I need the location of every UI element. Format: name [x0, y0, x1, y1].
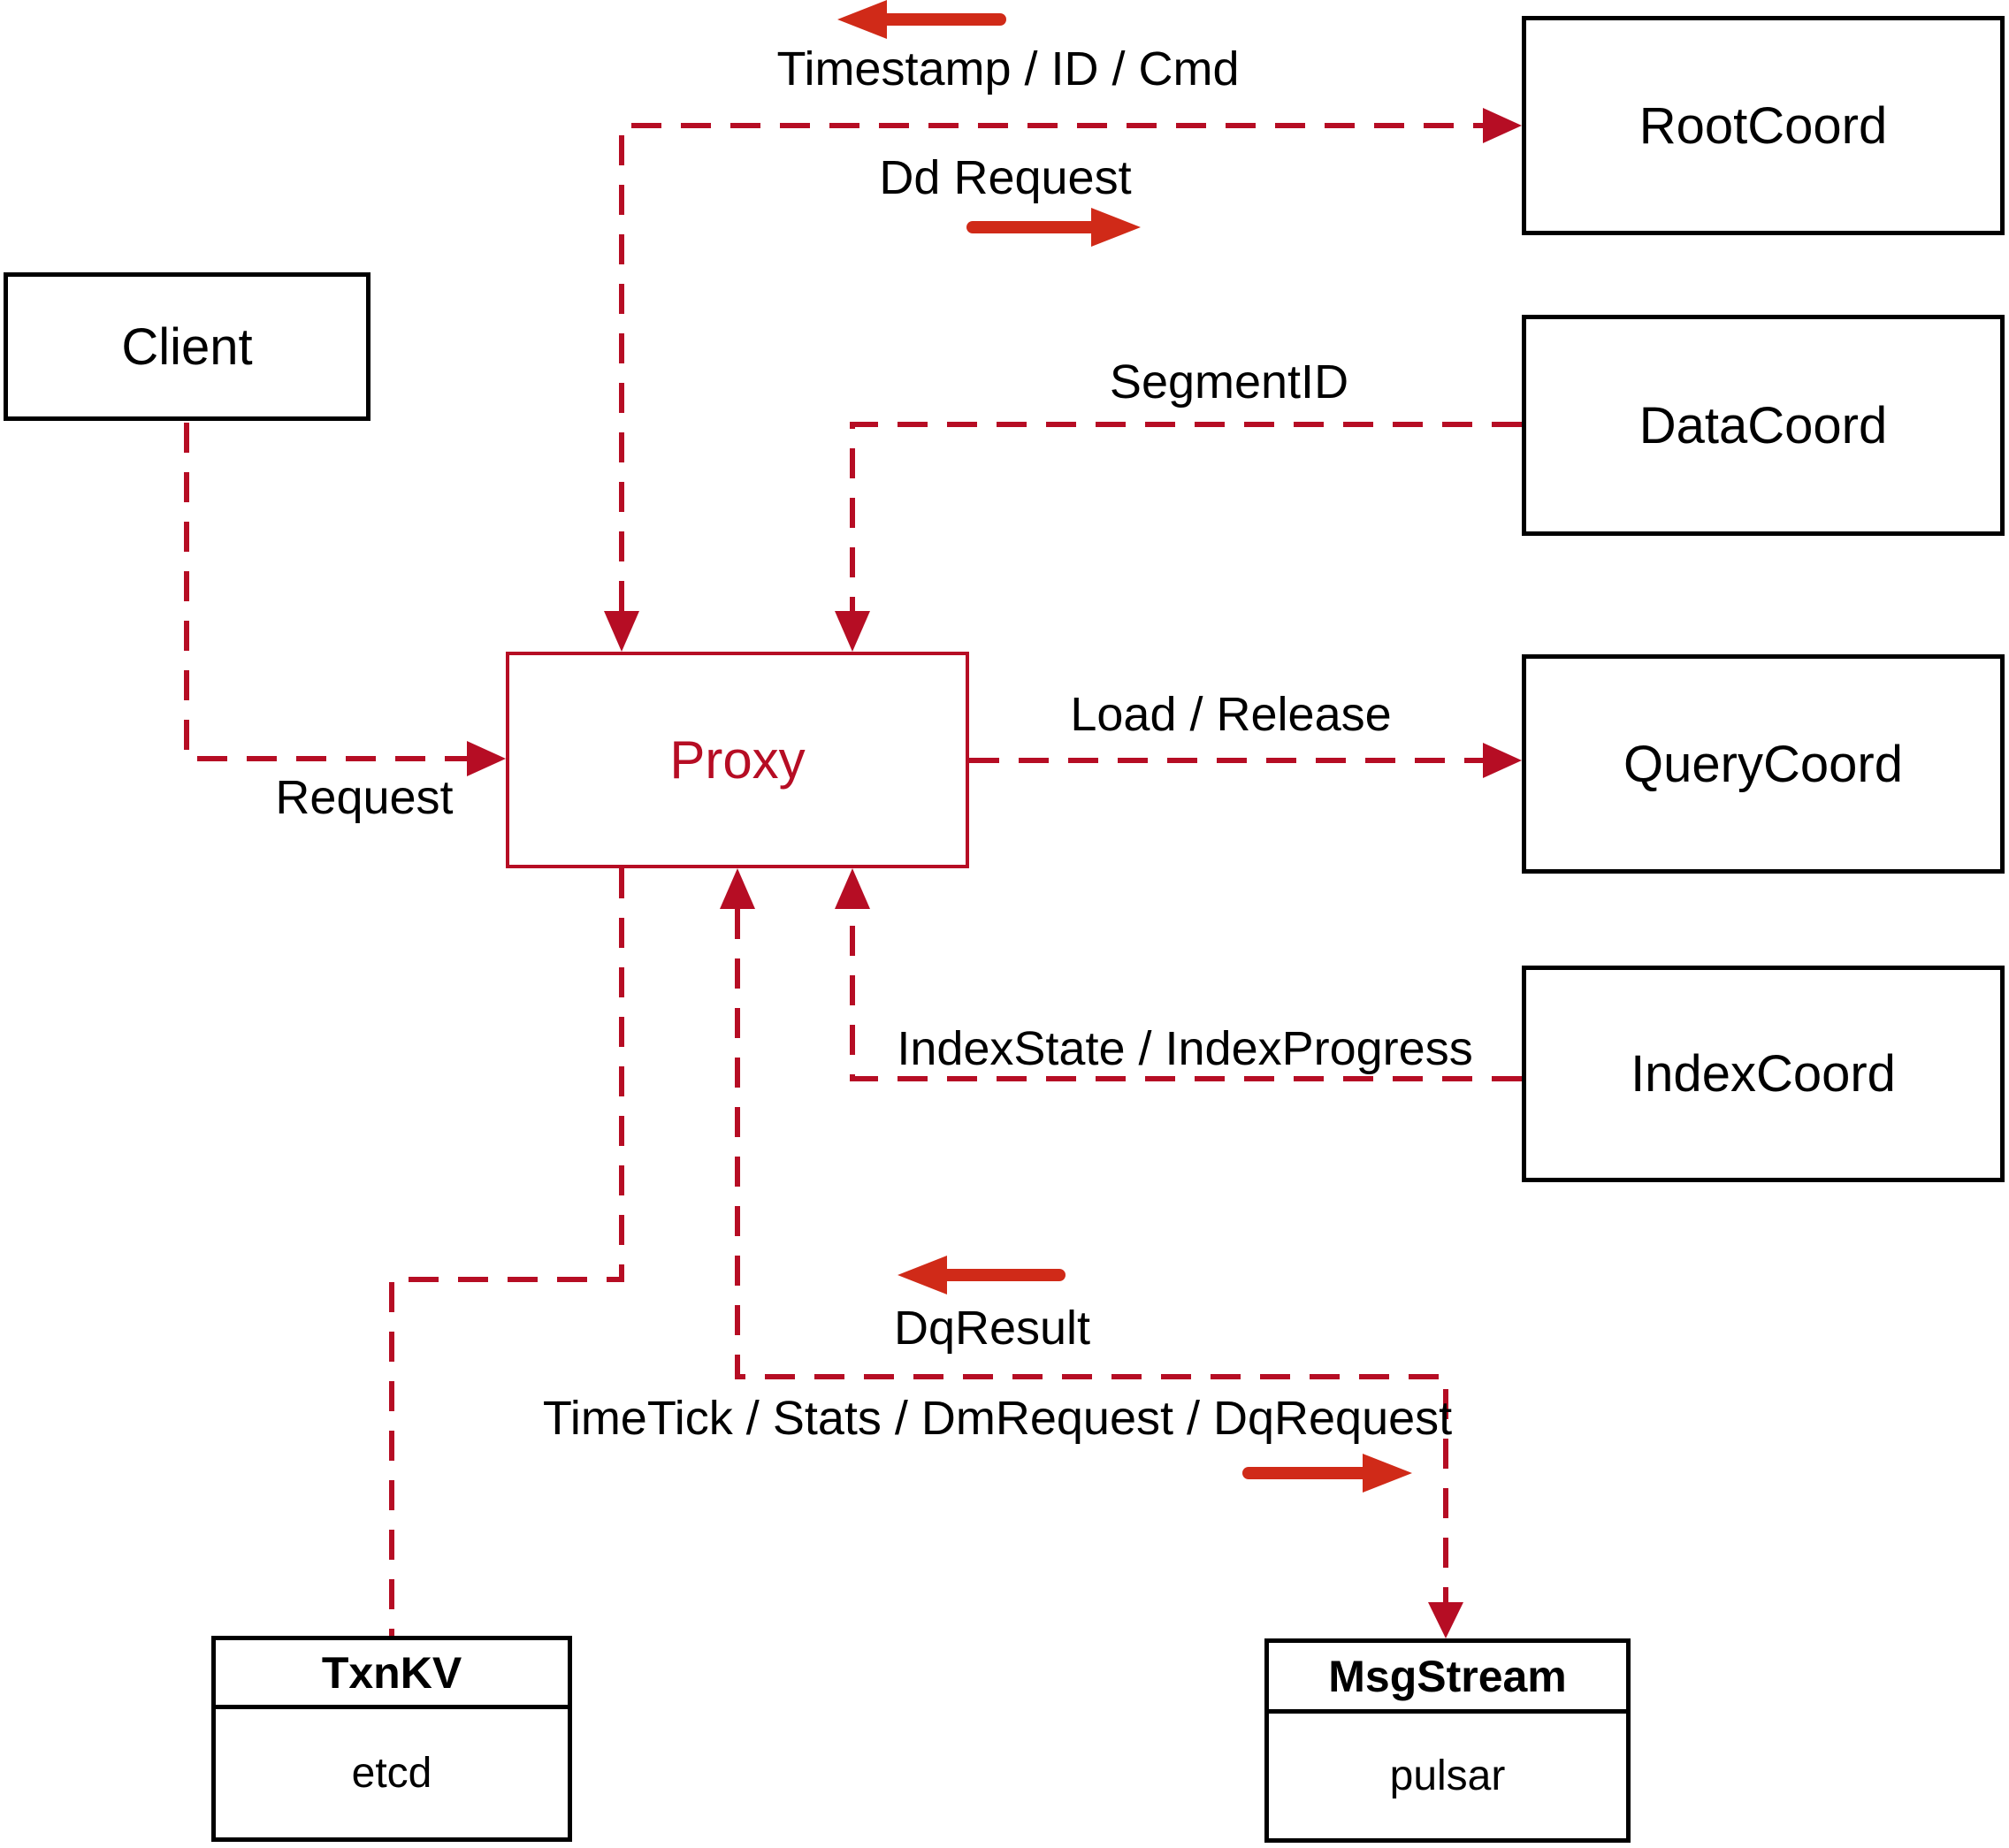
node-datacoord-label: DataCoord — [1639, 396, 1888, 454]
node-msgstream-title: MsgStream — [1269, 1643, 1626, 1714]
node-txnkv: TxnKV etcd — [211, 1636, 572, 1842]
edge-proxy-rootcoord — [604, 108, 1522, 652]
edge-proxy-rootcoord-line — [619, 123, 1483, 611]
edge-proxy-txnkv-line — [389, 868, 624, 1636]
edge-client-proxy-line — [184, 423, 467, 761]
right-arrowhead-icon — [1483, 108, 1522, 143]
edge-label-load-release: Load / Release — [1070, 688, 1392, 741]
node-txnkv-subtitle: etcd — [351, 1750, 432, 1797]
dd-request-right-arrow-icon — [966, 208, 1141, 247]
edge-label-dq-result: DqResult — [893, 1302, 1091, 1355]
edge-label-request: Request — [275, 771, 454, 824]
node-indexcoord: IndexCoord — [1522, 966, 2005, 1182]
node-rootcoord-label: RootCoord — [1639, 96, 1888, 155]
arrow-head — [1363, 1454, 1412, 1493]
node-txnkv-title: TxnKV — [216, 1640, 568, 1709]
edge-label-dd-request: Dd Request — [879, 151, 1132, 204]
node-proxy: Proxy — [506, 652, 969, 868]
down-arrowhead-icon — [835, 611, 870, 652]
arrow-head — [837, 0, 887, 39]
node-client-label: Client — [121, 317, 253, 376]
edge-label-segment-id: SegmentID — [1109, 355, 1349, 409]
edge-datacoord-proxy — [835, 422, 1522, 652]
arrow-head — [1091, 208, 1141, 247]
timestamp-left-arrow-icon — [837, 0, 1006, 39]
node-datacoord: DataCoord — [1522, 315, 2005, 536]
up-arrowhead-icon — [720, 868, 755, 909]
edge-label-timetick-stats: TimeTick / Stats / DmRequest / DqRequest — [542, 1392, 1453, 1445]
edge-proxy-txnkv — [389, 868, 624, 1636]
right-arrowhead-icon — [467, 741, 506, 776]
down-arrowhead-icon — [1428, 1602, 1463, 1638]
edge-label-timestamp-id-cmd: Timestamp / ID / Cmd — [776, 42, 1240, 95]
node-client: Client — [4, 272, 370, 421]
right-arrowhead-icon — [1483, 743, 1522, 778]
arrow-head — [898, 1256, 947, 1294]
node-msgstream: MsgStream pulsar — [1264, 1638, 1631, 1843]
node-msgstream-subtitle: pulsar — [1389, 1753, 1506, 1799]
up-arrowhead-icon — [835, 868, 870, 909]
down-arrowhead-icon — [604, 611, 639, 652]
edge-indexcoord-proxy-line — [850, 909, 1522, 1081]
edge-proxy-msgstream-line — [735, 909, 1448, 1602]
node-querycoord: QueryCoord — [1522, 654, 2005, 874]
edge-proxy-querycoord — [969, 743, 1522, 778]
edge-proxy-msgstream — [720, 868, 1463, 1638]
edge-indexcoord-proxy — [835, 868, 1522, 1081]
node-indexcoord-label: IndexCoord — [1631, 1045, 1896, 1103]
edge-datacoord-proxy-line — [850, 422, 1522, 611]
node-querycoord-label: QueryCoord — [1623, 735, 1903, 793]
node-rootcoord: RootCoord — [1522, 16, 2005, 235]
node-proxy-label: Proxy — [669, 730, 806, 790]
timetick-right-arrow-icon — [1242, 1454, 1412, 1493]
edge-client-proxy — [184, 423, 506, 776]
dq-result-left-arrow-icon — [898, 1256, 1066, 1294]
edge-label-index-state-progress: IndexState / IndexProgress — [897, 1022, 1473, 1075]
